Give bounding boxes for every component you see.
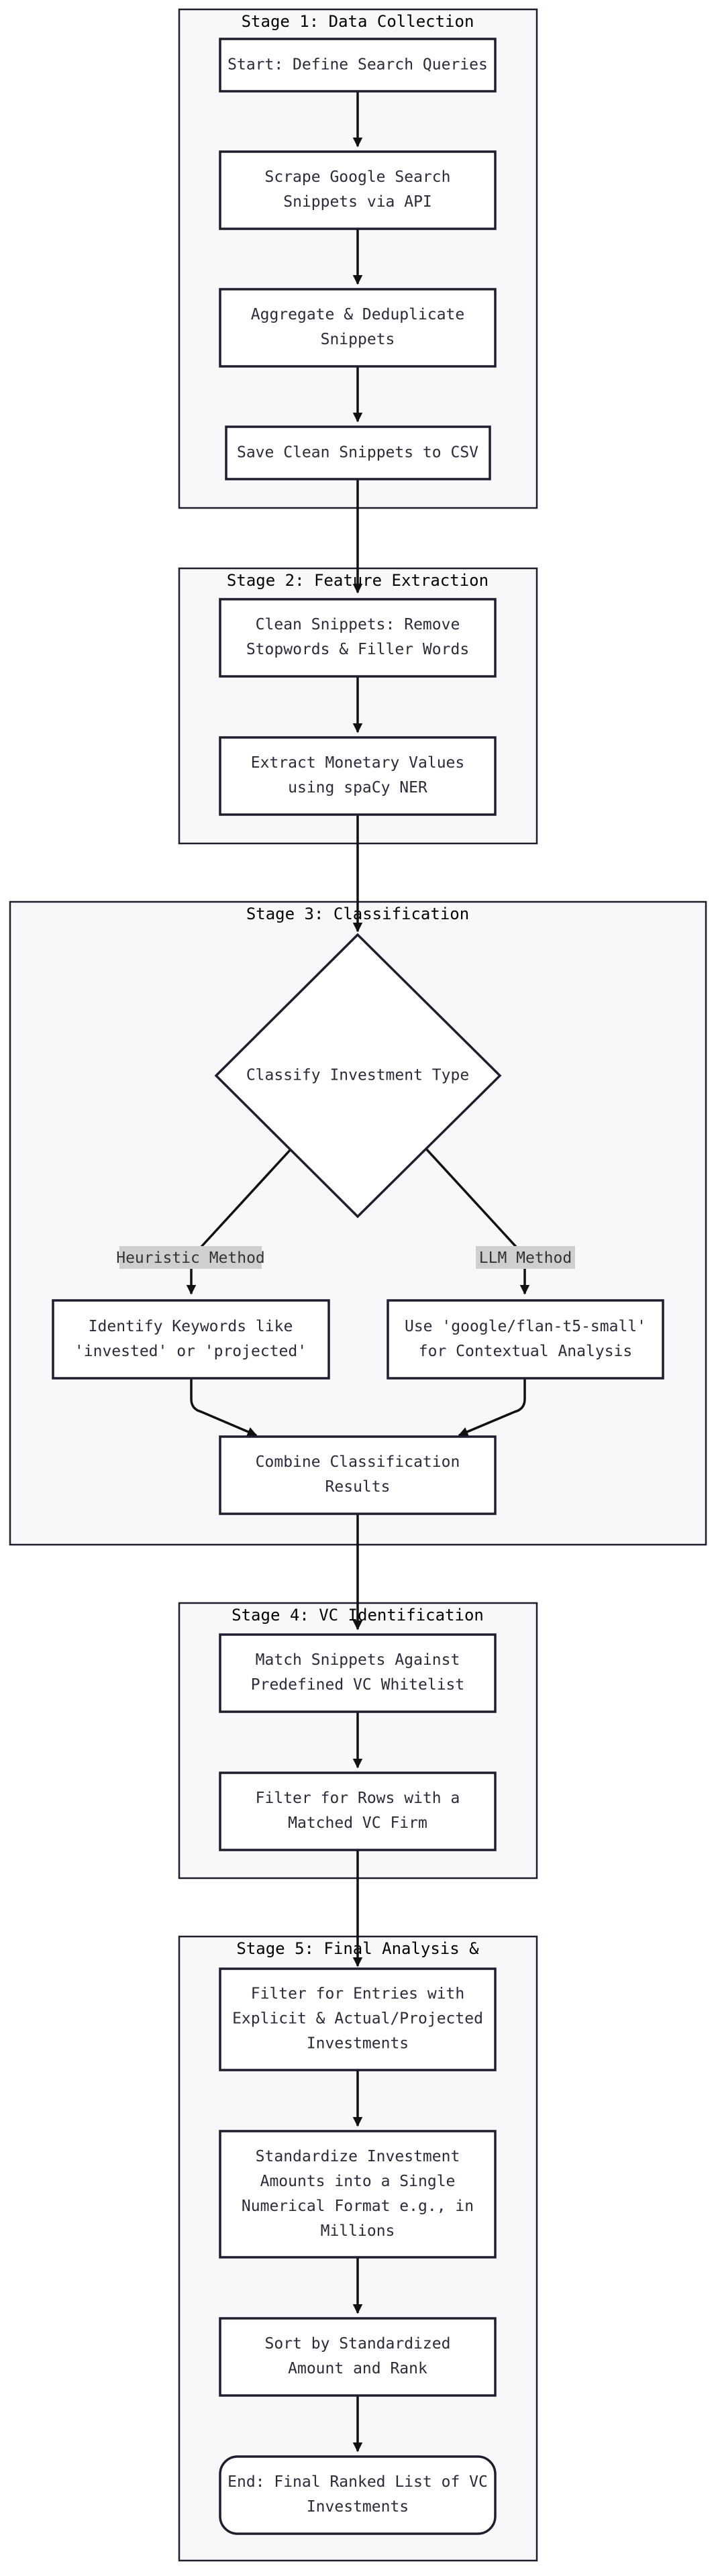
node-classify-label: Classify Investment Type: [246, 1067, 469, 1084]
node-label-line: for Contextual Analysis: [419, 1343, 633, 1360]
edge-classify-to-llm-line: [425, 1147, 517, 1248]
node-label-line: Numerical Format e.g., in: [242, 2198, 474, 2215]
edge-label-heuristic: Heuristic Method: [116, 1246, 265, 1269]
node-label-line: 'invested' or 'projected': [74, 1343, 307, 1360]
node-start-label: Start: Define Search Queries: [227, 56, 488, 74]
node-extract: Extract Monetary Values using spaCy NER: [219, 736, 497, 816]
node-label-line: Snippets: [321, 331, 395, 348]
node-label-line: Filter for Rows with a: [256, 1790, 460, 1807]
node-label-line: Investments: [307, 2498, 409, 2516]
node-label-line: Sort by Standardized: [265, 2335, 451, 2353]
node-label-line: Standardize Investment: [256, 2148, 460, 2165]
node-label-line: Combine Classification: [256, 1453, 460, 1471]
edge-label-llm: LLM Method: [476, 1246, 575, 1269]
node-label-line: Save Clean Snippets to CSV: [237, 444, 478, 462]
node-filter-rows: Filter for Rows with a Matched VC Firm: [219, 1771, 497, 1851]
node-label-line: Filter for Entries with: [251, 1986, 465, 2003]
stage-1-title: Stage 1: Data Collection: [242, 12, 474, 31]
node-label-line: Identify Keywords like: [89, 1318, 293, 1335]
node-label-line: Start: Define Search Queries: [227, 56, 488, 74]
node-extract-label: Extract Monetary Values using spaCy NER: [251, 754, 465, 796]
edge-llm-to-combine: [458, 1378, 526, 1437]
node-label-line: Amount and Rank: [288, 2360, 427, 2377]
node-keywords: Identify Keywords like 'invested' or 'pro…: [52, 1299, 330, 1380]
node-end-label: End: Final Ranked List of VC Investments: [227, 2473, 488, 2516]
edges: [186, 91, 530, 2453]
node-label-line: Millions: [321, 2222, 395, 2240]
node-save: Save Clean Snippets to CSV: [225, 425, 491, 480]
node-label-line: Match Snippets Against: [256, 1651, 460, 1669]
node-label-line: Investments: [307, 2035, 409, 2053]
node-llm: Use 'google/flan-t5-small' for Contextual…: [387, 1299, 664, 1380]
node-label-line: Clean Snippets: Remove: [256, 616, 460, 633]
node-end: End: Final Ranked List of VC Investments: [219, 2455, 497, 2535]
node-label-line: Stopwords & Filler Words: [246, 641, 469, 658]
node-filter-rows-label: Filter for Rows with a Matched VC Firm: [256, 1790, 460, 1832]
node-label-line: Snippets via API: [283, 193, 432, 211]
node-label-line: Extract Monetary Values: [251, 754, 465, 772]
node-classify-decision: Classify Investment Type: [214, 933, 502, 1219]
edge-label-llm-text: LLM Method: [479, 1249, 572, 1267]
node-keywords-label: Identify Keywords like 'invested' or 'pro…: [74, 1318, 307, 1360]
node-label-line: Use 'google/flan-t5-small': [405, 1318, 646, 1335]
node-label-line: Scrape Google Search: [265, 168, 451, 186]
node-label-line: Amounts into a Single: [260, 2173, 456, 2190]
node-save-label: Save Clean Snippets to CSV: [237, 444, 478, 462]
node-start: Start: Define Search Queries: [219, 38, 497, 93]
edge-classify-to-heuristic-line: [200, 1147, 293, 1248]
edge-keywords-to-combine: [190, 1378, 258, 1437]
node-label-line: Results: [325, 1478, 391, 1496]
node-label-line: Explicit & Actual/Projected: [232, 2010, 483, 2028]
node-label-line: Aggregate & Deduplicate: [251, 306, 465, 323]
edge-label-heuristic-text: Heuristic Method: [116, 1249, 265, 1267]
node-label-line: Classify Investment Type: [246, 1067, 469, 1084]
node-llm-label: Use 'google/flan-t5-small' for Contextual…: [405, 1318, 646, 1360]
node-label-line: Predefined VC Whitelist: [251, 1676, 465, 1694]
node-label-line: using spaCy NER: [288, 779, 427, 796]
node-label-line: End: Final Ranked List of VC: [227, 2473, 488, 2491]
node-label-line: Matched VC Firm: [288, 1814, 427, 1832]
